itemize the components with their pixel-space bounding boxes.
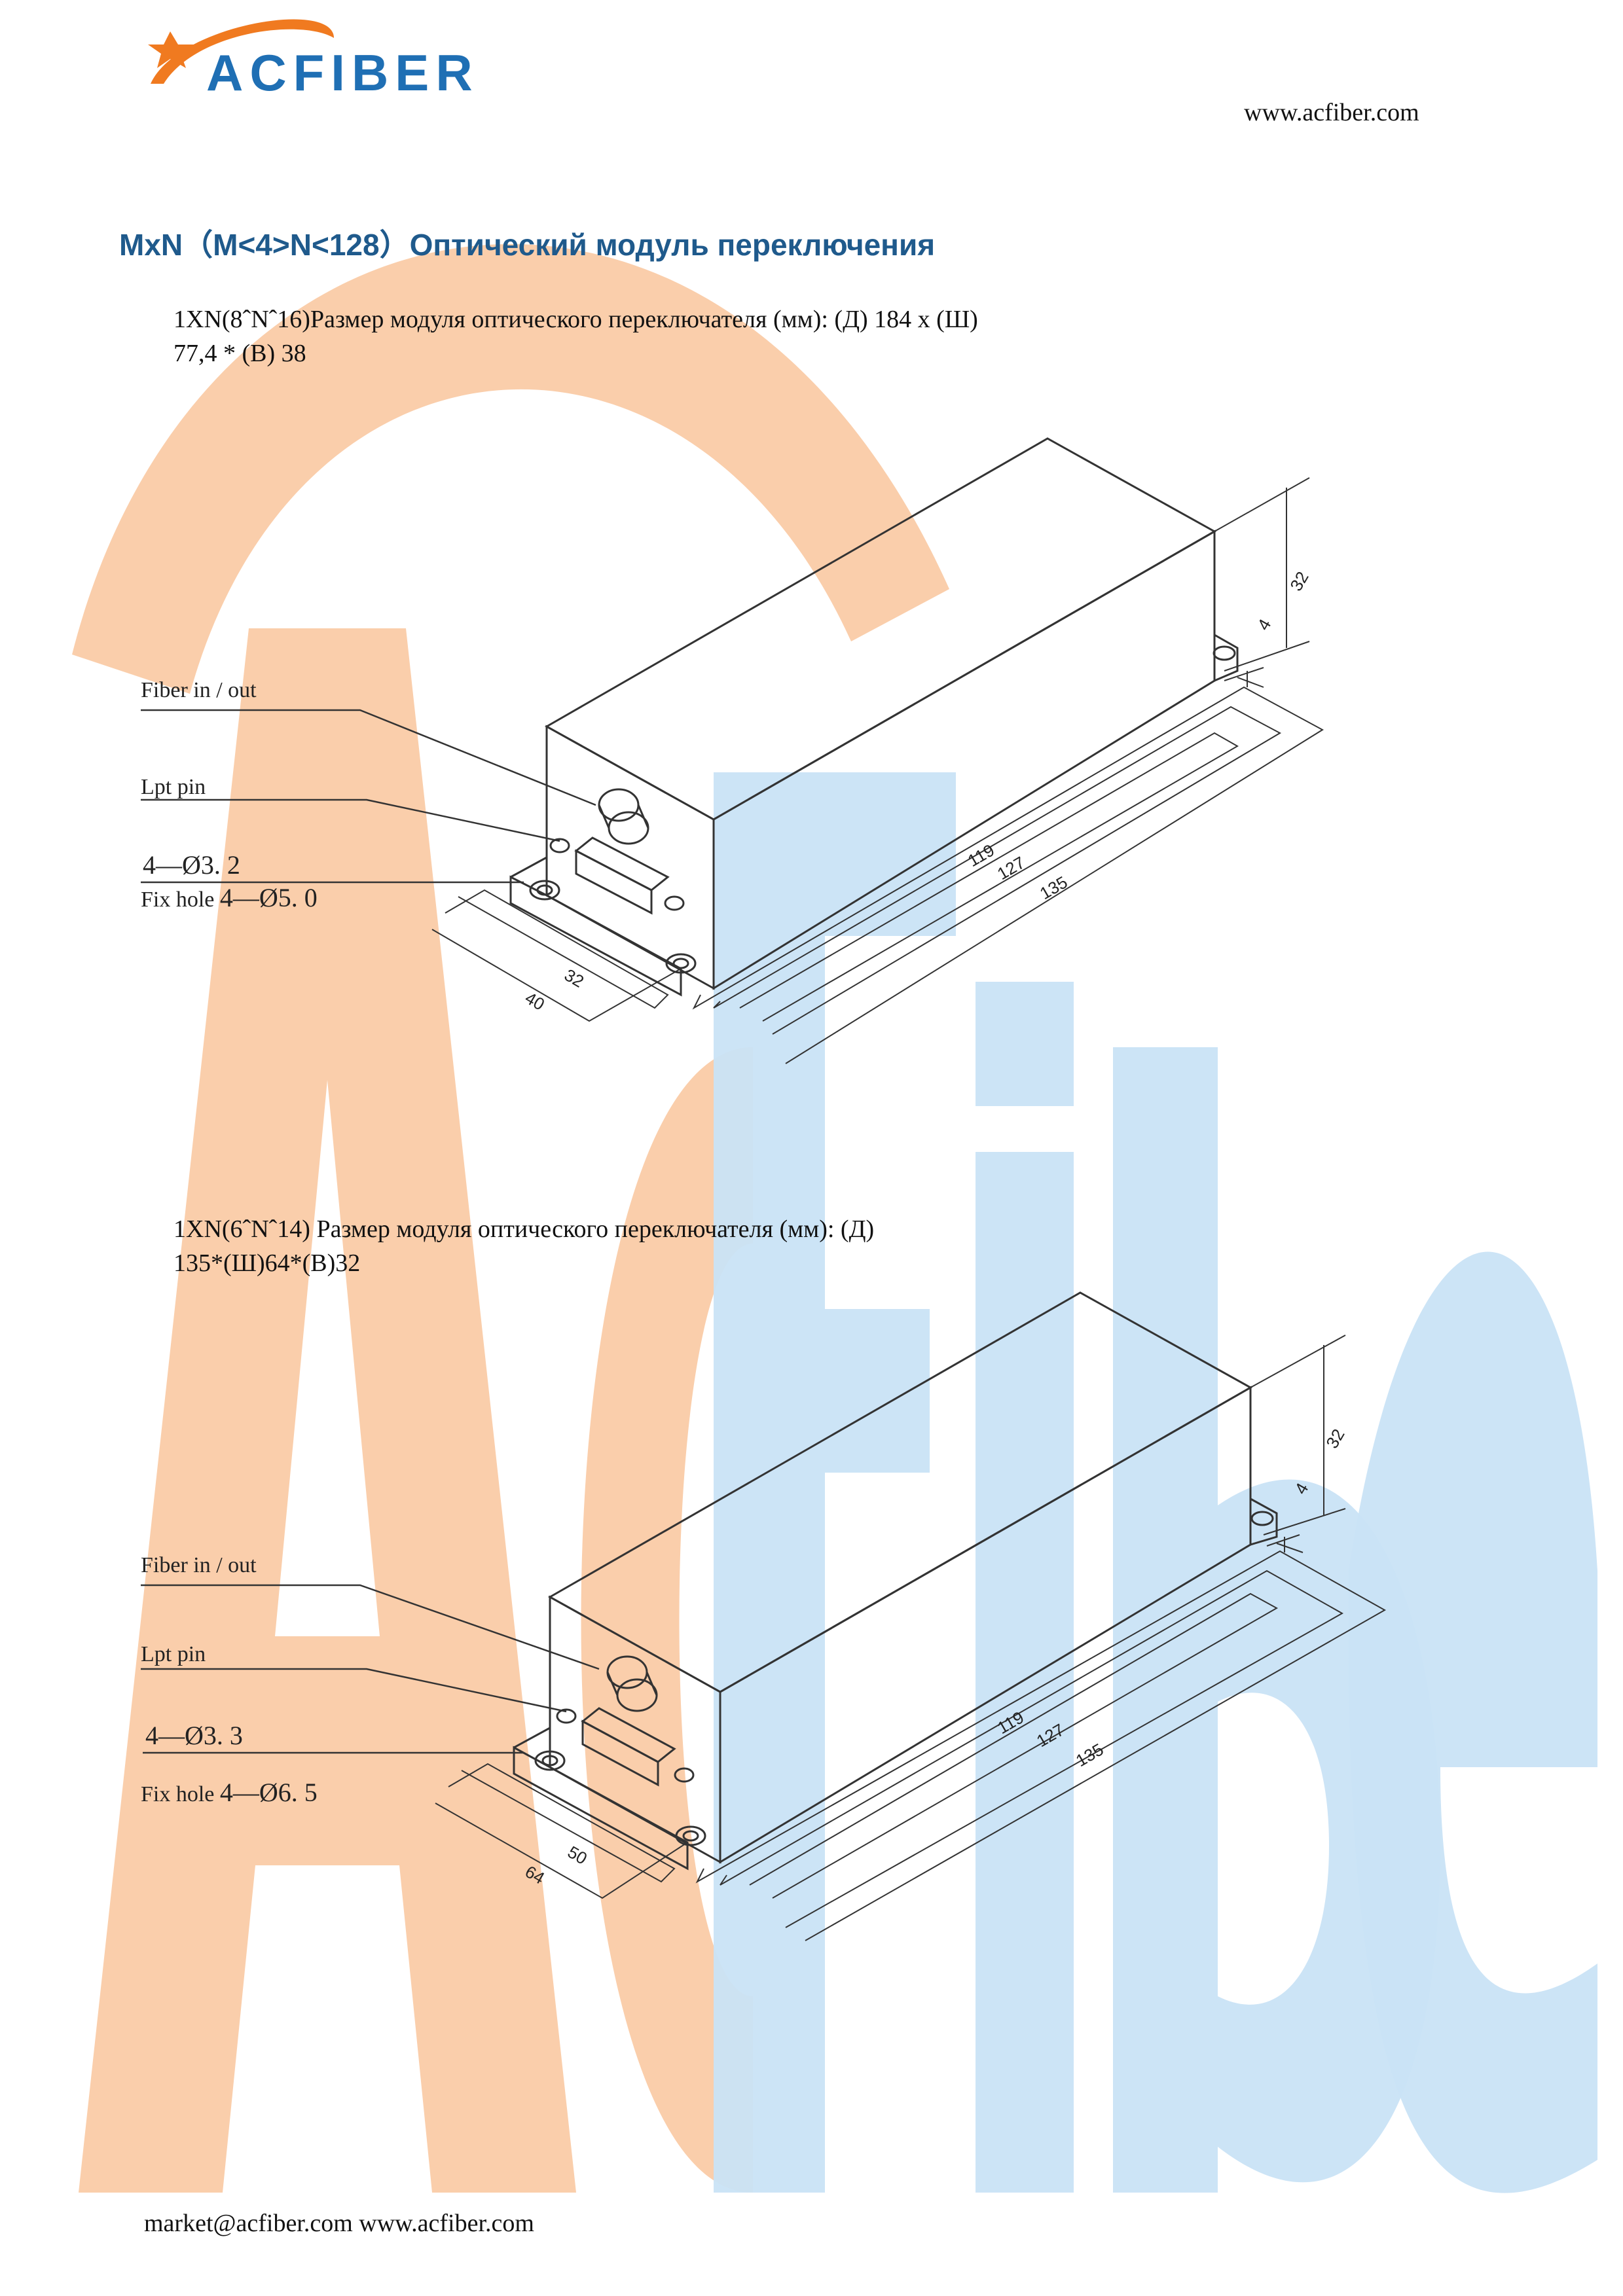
dim-length-3: 135 [1036,872,1071,904]
dim-flange: 4 [1290,1479,1312,1498]
dim-flange: 4 [1253,615,1275,634]
watermark-letter-b [1113,1047,1440,2193]
fiber-label: Fiber in / out [141,678,257,702]
lpt-label: Lpt pin [141,1642,206,1666]
watermark-letter-e [1348,1251,1597,2193]
acfiber-logo: ACFIBER [148,19,478,101]
caption-line: 135*(Ш)64*(В)32 [173,1249,361,1277]
mounting-holes [534,1511,1274,1846]
fix-hole-prefix: Fix hole [141,888,220,912]
module-drawing-2: Fiber in / out Lpt pin 4—Ø3. 3 Fix hole … [0,1283,1623,1950]
watermark-letter-c [581,1047,753,2193]
box-outline [544,437,1217,990]
fiber-label: Fiber in / out [141,1553,257,1577]
dimension-lines [435,1335,1387,1941]
dim-width-2: 40 [522,988,548,1014]
fix-hole-value: 4—Ø5. 0 [220,883,318,912]
fiber-port [598,788,649,845]
fiber-port [606,1655,658,1712]
dim-length-3: 135 [1072,1740,1107,1771]
caption-line: 77,4 * (В) 38 [173,340,306,367]
svg-text:Fix hole 4—Ø5. 0: Fix hole 4—Ø5. 0 [141,883,318,912]
caption-line: 1ΧN(6ˆNˆ14) Размер модуля оптического пе… [173,1215,875,1243]
fix-hole-value: 4—Ø6. 5 [220,1778,318,1807]
labels: Fiber in / out Lpt pin 4—Ø3. 2 Fix hole … [141,678,318,912]
watermark-letter-i-dot [976,982,1074,1106]
page-title: MxN（M<4>N<128）Оптический модуль переключ… [119,228,936,262]
labels: Fiber in / out Lpt pin 4—Ø3. 3 Fix hole … [141,1553,318,1807]
section-1-caption: 1ΧN(8ˆNˆ16)Размер модуля оптического пер… [173,302,978,370]
lpt-connector [556,1707,695,1787]
section-2-caption: 1ΧN(6ˆNˆ14) Размер модуля оптического пе… [173,1212,874,1280]
header-url: www.acfiber.com [1244,99,1419,126]
logo-swoosh [151,19,334,84]
flange [509,633,1239,997]
dim-height: 32 [1322,1426,1348,1452]
lpt-connector [549,836,685,915]
caption-line: 1ΧN(8ˆNˆ16)Размер модуля оптического пер… [173,306,978,333]
watermark-arc [72,244,949,694]
dim-length-1: 119 [964,840,998,870]
box-outline [547,1291,1253,1864]
leader-lines [141,1584,600,1754]
leader-lines [141,709,596,884]
hole-label: 4—Ø3. 3 [145,1721,243,1750]
lpt-label: Lpt pin [141,775,206,799]
module-drawing-1: Fiber in / out Lpt pin 4—Ø3. 2 Fix hole … [0,419,1623,1086]
dim-width-1: 32 [561,965,587,991]
svg-text:Fix hole 4—Ø6. 5: Fix hole 4—Ø6. 5 [141,1778,318,1807]
dim-length-2: 127 [1033,1720,1068,1751]
dim-width-1: 50 [564,1842,591,1868]
footer-contact: market@acfiber.com www.acfiber.com [144,2210,534,2237]
flange [513,1497,1278,1871]
dim-height: 32 [1286,568,1312,594]
watermark-letter-a [79,628,576,2193]
hole-label: 4—Ø3. 2 [143,850,240,880]
mounting-holes [529,645,1236,974]
fix-hole-prefix: Fix hole [141,1782,220,1806]
logo-wordmark: ACFIBER [206,44,478,101]
logo-star [148,31,194,68]
dimension-lines [431,477,1324,1064]
